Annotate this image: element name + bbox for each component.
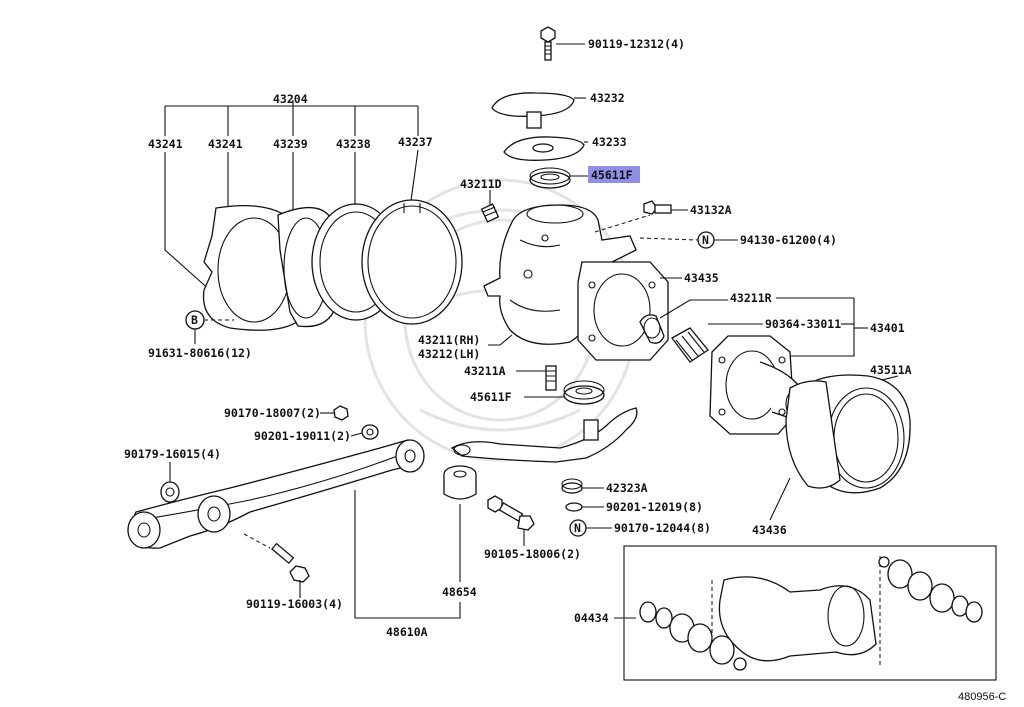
retainer-43436[interactable] <box>785 380 841 489</box>
label-43211D: 43211D <box>460 177 502 191</box>
bolt-90105-18006[interactable] <box>487 495 535 531</box>
label-43401: 43401 <box>870 321 905 335</box>
label-90105-18006: 90105-18006(2) <box>484 547 581 561</box>
label-43211-rh: 43211(RH) <box>418 333 480 347</box>
label-43239: 43239 <box>273 137 308 151</box>
label-90179-16015: 90179-16015(4) <box>124 447 221 461</box>
kit-seals-left <box>639 601 747 671</box>
label-43241-b: 43241 <box>208 137 243 151</box>
label-90201-19011: 90201-19011(2) <box>254 429 351 443</box>
stud-43211D[interactable] <box>480 203 500 223</box>
label-45611F-top[interactable]: 45611F <box>591 168 633 182</box>
label-43233: 43233 <box>592 135 627 149</box>
figure-id: 480956-C <box>958 691 1006 703</box>
bolt-90119-12312[interactable] <box>540 26 556 61</box>
label-43511A: 43511A <box>870 363 912 377</box>
label-94130-61200: 94130-61200(4) <box>740 233 837 247</box>
kit-04434-box <box>623 545 997 681</box>
bolt-90119-16003[interactable] <box>271 542 310 583</box>
label-43211R: 43211R <box>730 291 772 305</box>
label-43211A: 43211A <box>464 364 506 378</box>
label-43232: 43232 <box>590 91 625 105</box>
label-43436: 43436 <box>752 523 787 537</box>
label-91631-80616: 91631-80616(12) <box>148 346 252 360</box>
mark-N-lower-text: N <box>574 521 581 535</box>
label-43132A: 43132A <box>690 203 732 217</box>
mark-B-text: B <box>191 313 198 327</box>
kit-seals-right <box>878 556 983 623</box>
label-90119-12312: 90119-12312(4) <box>588 37 685 51</box>
stud-43211A[interactable] <box>545 365 557 391</box>
washer-90201-12019[interactable] <box>565 502 583 512</box>
kit-axle-housing <box>711 556 881 668</box>
cap-43232[interactable] <box>491 92 575 129</box>
label-48610A: 48610A <box>386 625 428 639</box>
label-90170-18007: 90170-18007(2) <box>224 406 321 420</box>
label-43241-a: 43241 <box>148 137 183 151</box>
mark-N-upper-text: N <box>702 233 709 247</box>
flange-43435[interactable] <box>577 261 669 361</box>
bearing-45611F-upper[interactable] <box>529 167 571 189</box>
nut-90170-18007[interactable] <box>333 405 349 421</box>
label-90119-16003: 90119-16003(4) <box>246 597 343 611</box>
bushing-90179-16015[interactable] <box>160 481 180 503</box>
shim-43233[interactable] <box>503 136 585 161</box>
label-42323A: 42323A <box>606 481 648 495</box>
label-43435: 43435 <box>684 271 719 285</box>
label-04434[interactable]: 04434 <box>574 611 609 625</box>
bearing-90364-33011[interactable] <box>671 327 709 363</box>
bearing-45611F-lower[interactable] <box>563 380 605 405</box>
label-45611F-low: 45611F <box>470 390 512 404</box>
bushing-48654[interactable] <box>443 465 477 500</box>
label-43238: 43238 <box>336 137 371 151</box>
steering-arm[interactable] <box>450 407 638 463</box>
label-90201-12019: 90201-12019(8) <box>606 500 703 514</box>
label-90170-12044: 90170-12044(8) <box>614 521 711 535</box>
arm-48610A[interactable] <box>127 439 425 549</box>
label-48654: 48654 <box>442 585 477 599</box>
label-43237: 43237 <box>398 135 433 149</box>
highlight-45611F <box>588 166 640 183</box>
spacer-43211R[interactable] <box>639 314 665 344</box>
nut-42323A[interactable] <box>561 478 583 494</box>
label-43204: 43204 <box>273 92 308 106</box>
label-43212-lh: 43212(LH) <box>418 347 480 361</box>
label-90364-33011: 90364-33011 <box>765 317 841 331</box>
ring-43237[interactable] <box>361 199 463 325</box>
washer-90201-19011[interactable] <box>361 424 379 440</box>
bolt-43132A[interactable] <box>643 200 672 215</box>
